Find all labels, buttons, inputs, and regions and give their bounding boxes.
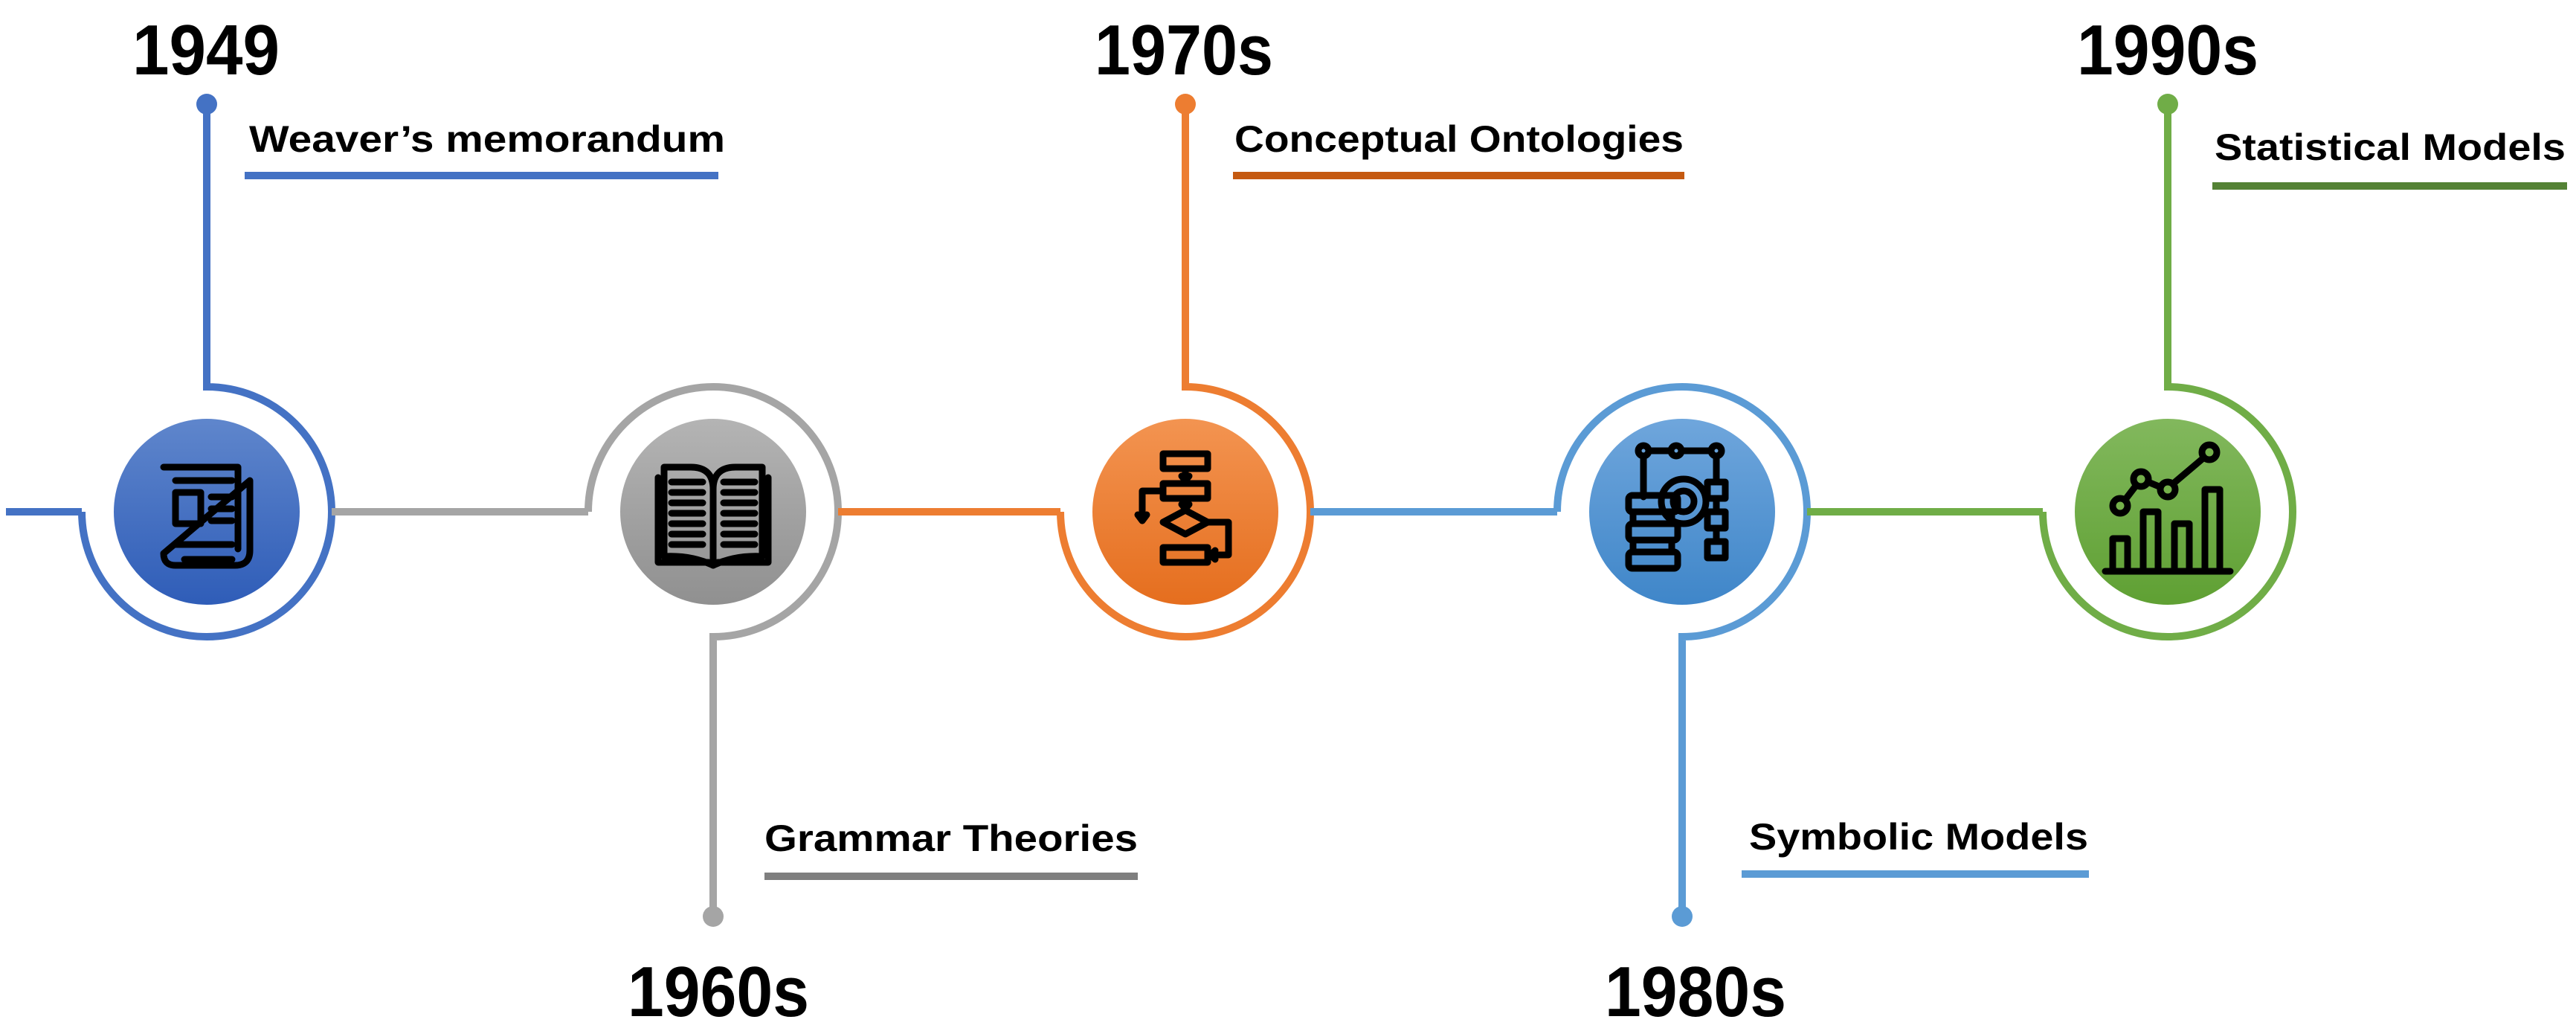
label-statistical-models: Statistical Models [2215,126,2566,168]
label-conceptual-ontologies: Conceptual Ontologies [1234,118,1684,160]
label-weavers-memorandum: Weaver’s memorandum [249,118,725,160]
milestone-ring [1057,104,1314,640]
milestone-ring [78,104,335,640]
milestone-ring [2039,104,2296,640]
year-1980s: 1980s [1605,952,1786,1031]
label-underlines [245,172,2567,880]
label-symbolic-models: Symbolic Models [1749,816,2088,858]
year-1960s: 1960s [628,952,809,1031]
open-book-icon [654,463,772,569]
milestone-circle [2075,419,2261,605]
stem-end-dot [1672,906,1693,927]
label-grammar-theories: Grammar Theories [764,818,1138,859]
milestone-ring [585,383,842,916]
stem-end-dot [1175,94,1196,115]
bar-line-chart-icon [2102,441,2234,575]
stem-end-dot [703,906,724,927]
newspaper-icon [160,463,254,569]
year-1970s: 1970s [1095,10,1273,90]
milestone-ring [1553,383,1811,916]
year-1949: 1949 [132,10,280,90]
milestone-circle [114,419,300,605]
year-1990s: 1990s [2077,10,2258,90]
stem-end-dot [2157,94,2178,115]
flowchart-icon [1134,450,1232,566]
timeline-connectors [6,94,2296,927]
stem-end-dot [196,94,217,115]
server-gear-icon [1625,442,1729,572]
